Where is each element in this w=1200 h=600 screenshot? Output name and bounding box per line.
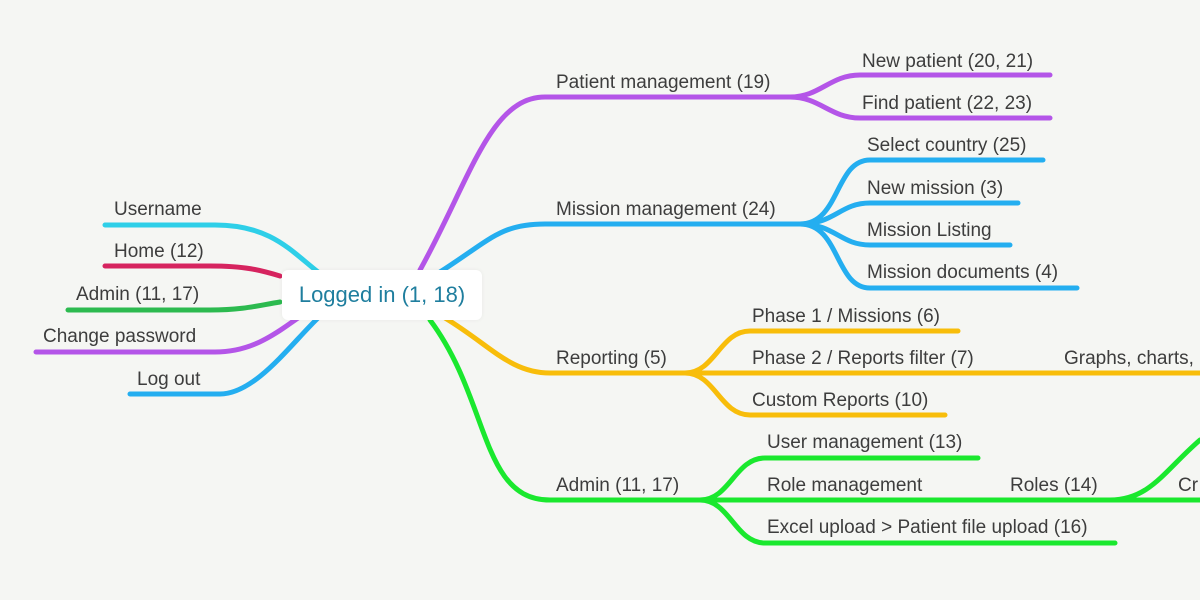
branch-custom-reports bbox=[682, 370, 948, 418]
node-reporting[interactable]: Reporting (5) bbox=[556, 348, 667, 369]
node-admin-right[interactable]: Admin (11, 17) bbox=[556, 475, 679, 496]
branch-patient-management bbox=[417, 94, 793, 273]
node-select-country[interactable]: Select country (25) bbox=[867, 135, 1026, 156]
node-role-management[interactable]: Role management bbox=[767, 475, 923, 496]
node-custom-reports[interactable]: Custom Reports (10) bbox=[752, 390, 928, 411]
node-graphs-charts[interactable]: Graphs, charts, bbox=[1064, 348, 1194, 369]
node-mission-documents[interactable]: Mission documents (4) bbox=[867, 262, 1058, 283]
node-phase2[interactable]: Phase 2 / Reports filter (7) bbox=[752, 348, 974, 369]
root-node-label: Logged in (1, 18) bbox=[298, 282, 466, 307]
branch-excel-upload bbox=[697, 497, 1118, 546]
node-logout[interactable]: Log out bbox=[137, 369, 201, 390]
node-new-mission[interactable]: New mission (3) bbox=[867, 178, 1003, 199]
branch-roles-extension bbox=[1107, 437, 1200, 503]
node-cr-partial[interactable]: Cr bbox=[1178, 475, 1199, 496]
node-phase1[interactable]: Phase 1 / Missions (6) bbox=[752, 306, 940, 327]
branch-mission-documents bbox=[797, 221, 1080, 291]
node-roles[interactable]: Roles (14) bbox=[1010, 475, 1098, 496]
node-admin-left[interactable]: Admin (11, 17) bbox=[76, 284, 199, 305]
node-excel-upload[interactable]: Excel upload > Patient file upload (16) bbox=[767, 517, 1088, 538]
branch-change-password bbox=[33, 315, 301, 355]
node-user-management[interactable]: User management (13) bbox=[767, 432, 962, 453]
branch-mission-management bbox=[437, 221, 803, 275]
node-mission-listing[interactable]: Mission Listing bbox=[867, 220, 992, 241]
branch-admin-left bbox=[65, 299, 283, 313]
node-home[interactable]: Home (12) bbox=[114, 241, 204, 262]
node-find-patient[interactable]: Find patient (22, 23) bbox=[862, 93, 1032, 114]
branch-username bbox=[102, 222, 321, 275]
branch-reporting bbox=[442, 315, 688, 376]
node-patient-management[interactable]: Patient management (19) bbox=[556, 72, 770, 93]
node-mission-management[interactable]: Mission management (24) bbox=[556, 199, 776, 220]
node-username[interactable]: Username bbox=[114, 199, 202, 220]
branch-home bbox=[102, 263, 283, 279]
node-change-password[interactable]: Change password bbox=[43, 326, 196, 347]
root-node[interactable]: Logged in (1, 18) bbox=[282, 270, 482, 320]
branch-find-patient bbox=[787, 94, 1053, 121]
branch-admin-right bbox=[427, 317, 703, 503]
branch-logout bbox=[127, 315, 321, 397]
node-new-patient[interactable]: New patient (20, 21) bbox=[862, 51, 1033, 72]
